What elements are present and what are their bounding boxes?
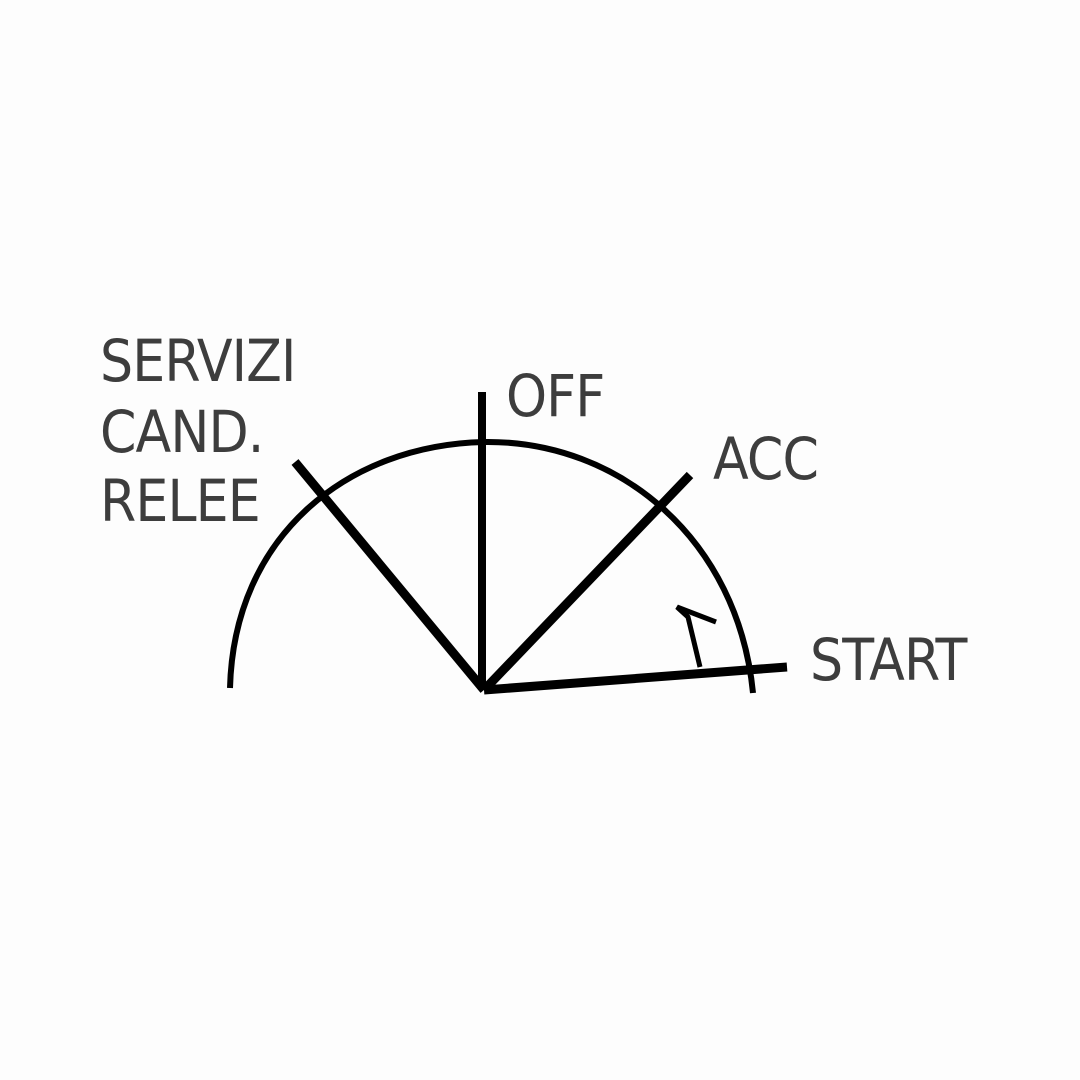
servizi-position-line — [291, 459, 488, 693]
cand-label: CAND. — [100, 398, 264, 466]
servizi-label: SERVIZI — [100, 327, 296, 395]
off-label: OFF — [506, 362, 605, 430]
spring-return-arrow-icon — [675, 604, 717, 668]
acc-label: ACC — [713, 425, 819, 493]
acc-position-line — [480, 471, 694, 694]
start-label: START — [810, 626, 967, 694]
relee-label: RELEE — [100, 467, 261, 535]
start-position-line — [483, 662, 788, 695]
